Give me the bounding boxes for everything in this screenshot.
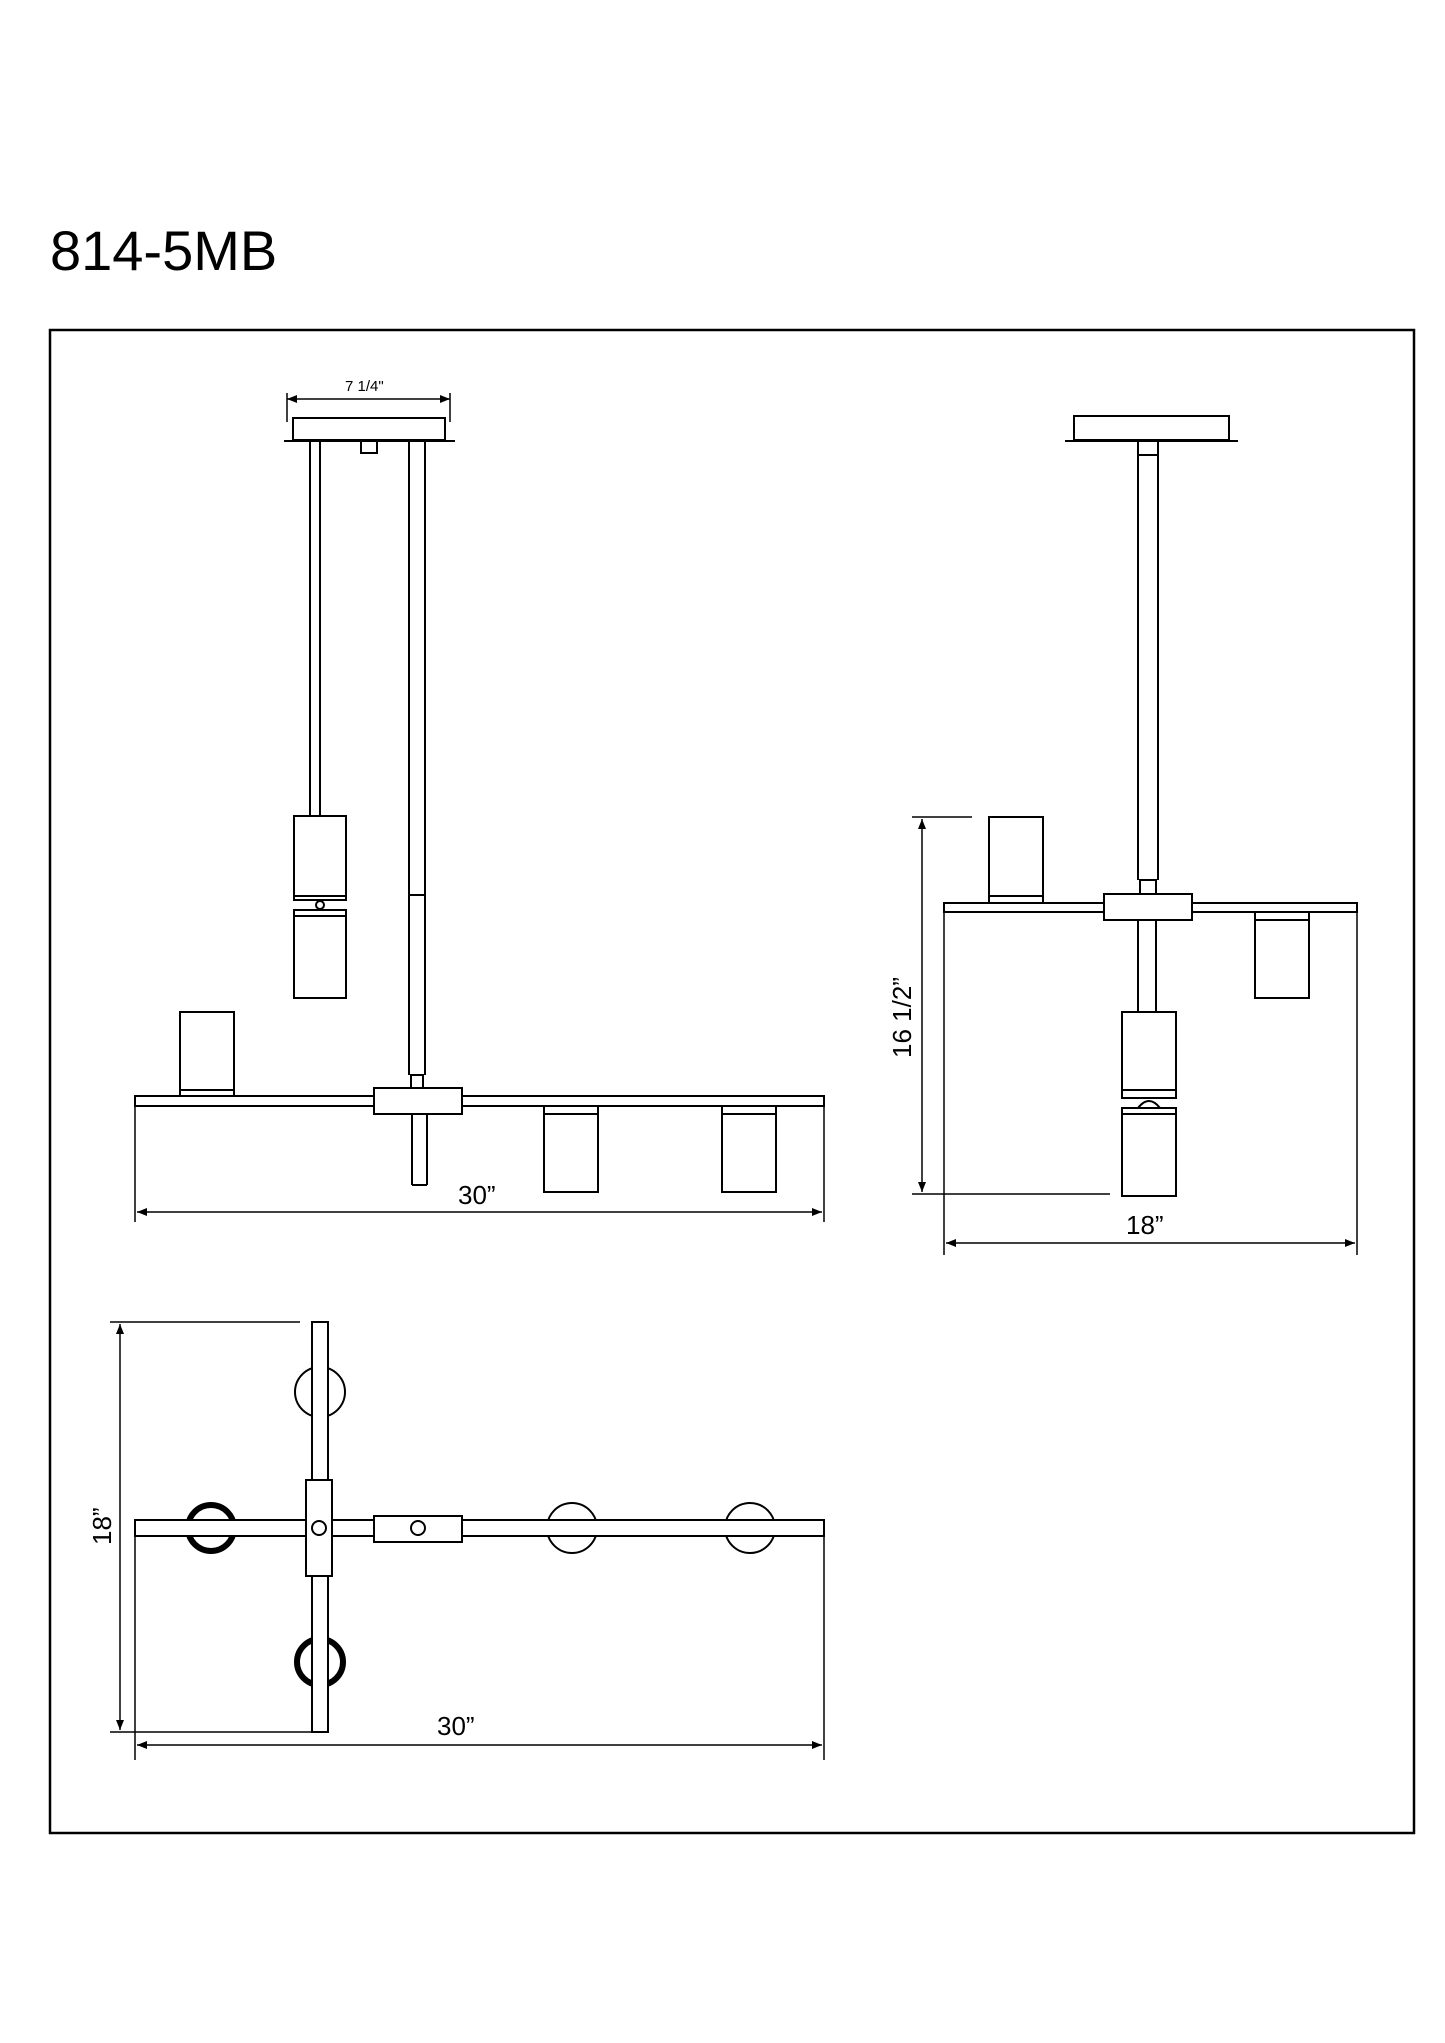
side-view: 16 1/2” 18” <box>887 415 1358 1255</box>
top-depth-label: 18” <box>87 1507 117 1545</box>
side-width-label: 18” <box>1126 1210 1164 1240</box>
front-width-label: 30” <box>458 1180 496 1210</box>
drawing-frame <box>48 328 1416 1835</box>
front-view: 7 1/4" 30” <box>134 378 825 1222</box>
top-view: 18” 30” <box>87 1321 825 1760</box>
model-number-title: 814-5MB <box>50 219 278 282</box>
side-height-label: 16 1/2” <box>887 977 917 1058</box>
canopy-width-label: 7 1/4" <box>345 378 384 395</box>
top-width-label: 30” <box>437 1711 475 1741</box>
